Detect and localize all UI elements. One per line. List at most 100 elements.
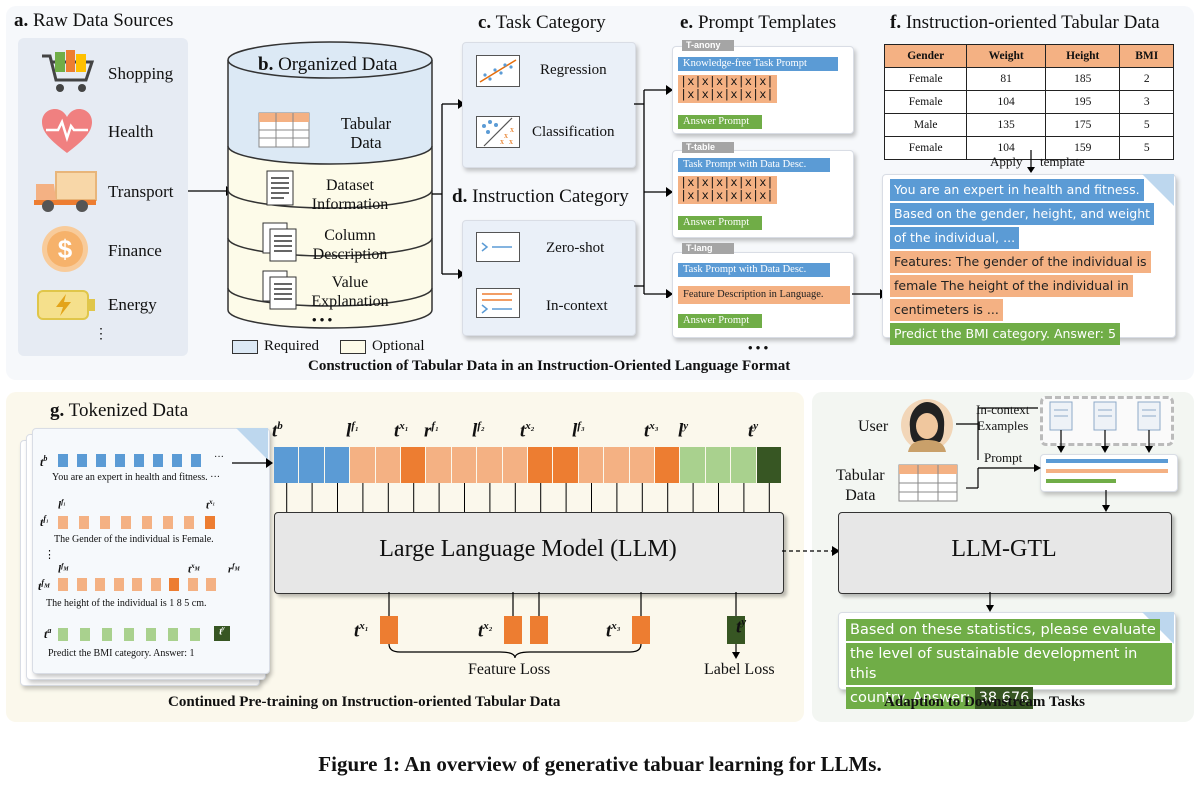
token-block [350, 447, 375, 483]
output-line-2: the level of sustainable development in … [846, 643, 1172, 685]
documents-icon-2 [262, 270, 297, 310]
output-answer: 38.676 [974, 687, 1034, 709]
apply-arrow [1027, 150, 1035, 173]
token-block [756, 447, 781, 483]
mini-token [95, 578, 105, 591]
panel-f-label: f. [890, 12, 902, 33]
label-loss-label: Label Loss [704, 661, 775, 678]
mini-token [184, 516, 194, 529]
tok-line-f1-tx: tx₁ [206, 498, 216, 512]
col-weight: Weight [966, 44, 1046, 68]
mini-token [58, 516, 68, 529]
out-tx2-block-b [530, 616, 548, 644]
example-docs-icon [1049, 401, 1161, 453]
out-ann-tx2: tx₂ [478, 620, 493, 642]
ann-ly: ly [678, 420, 689, 442]
llm-gtl-box [838, 512, 1172, 594]
feature-line-2: female The height of the individual in [890, 275, 1133, 297]
instruction-text: You are an expert in health and fitness.… [890, 178, 1160, 346]
user-avatar-icon [901, 399, 953, 452]
tok-line-b-label: tb [40, 454, 48, 469]
template-anony-answer: Answer Prompt [678, 115, 762, 129]
out-tx2-block-a [504, 616, 522, 644]
token-block [451, 447, 477, 483]
ann-tx1: tx₁ [394, 420, 409, 442]
tok-line-fm-text: The height of the individual is 1 8 5 cm… [46, 598, 207, 609]
mini-token [168, 628, 178, 641]
mini-token [124, 628, 134, 641]
heart-pulse-icon [42, 109, 92, 153]
token-block [528, 447, 553, 483]
page-fold-g [236, 428, 268, 460]
panel-a-label: a. [14, 10, 29, 31]
panel-e-title-text: Prompt Templates [697, 12, 837, 33]
construction-caption: Construction of Tabular Data in an Instr… [308, 358, 791, 374]
llm-gtl-label: LLM-GTL [951, 536, 1057, 562]
template-table-answer: Answer Prompt [678, 216, 762, 230]
mini-token [79, 516, 89, 529]
mini-token [113, 578, 124, 591]
prompt-label: Prompt [984, 450, 1023, 465]
tok-line-f1-lf: lf₁ [58, 498, 66, 512]
mini-token [121, 516, 131, 529]
token-block [655, 447, 680, 483]
template-table-task: Task Prompt with Data Desc. [678, 158, 830, 172]
table-icon-small [898, 464, 958, 502]
tok-line-a-ty: ty [214, 626, 230, 641]
output-connectors [388, 592, 740, 659]
dashed-arrow [782, 546, 840, 556]
prompt-line-green [1046, 479, 1116, 483]
ann-tx3: tx₃ [644, 420, 659, 442]
tok-line-fm-rf: rfM [228, 562, 240, 576]
task-regression: Regression [540, 62, 607, 78]
token-block [578, 447, 604, 483]
mini-token [134, 454, 144, 467]
prompt-arrow [966, 464, 1041, 489]
legend-optional: Optional [372, 338, 425, 354]
source-health: Health [108, 122, 154, 141]
answer-line: Predict the BMI category. Answer: 5 [890, 323, 1120, 345]
ann-tx2: tx₂ [520, 420, 535, 442]
col-bmi: BMI [1119, 44, 1174, 68]
ann-ty: ty [748, 420, 759, 442]
panel-b-title-text: Organized Data [278, 54, 398, 75]
template-lang-tag: T-lang [682, 243, 734, 254]
prompt-line-orange [1046, 469, 1168, 473]
token-block [629, 447, 654, 483]
arrows-b-cd [432, 99, 465, 279]
source-shopping: Shopping [108, 64, 174, 83]
panel-d-title: d. Instruction Category [452, 186, 629, 208]
apply-label: Apply [990, 154, 1023, 169]
tok-line-fm-lf: lfM [58, 562, 69, 576]
mini-token [96, 454, 106, 467]
mini-token [58, 454, 68, 467]
token-block [553, 447, 578, 483]
zero-shot-icon [476, 232, 520, 262]
user-connector [956, 407, 1038, 460]
token-block [324, 447, 350, 483]
mini-token [80, 628, 90, 641]
svg-text:$: $ [58, 234, 73, 264]
output-text: Based on these statistics, please evalua… [846, 618, 1172, 710]
out-ty-block [727, 616, 745, 644]
panel-a-title-text: Raw Data Sources [33, 10, 174, 31]
panel-c-title: c. Task Category [478, 12, 606, 34]
token-block [401, 447, 426, 483]
panel-f-title: f. Instruction-oriented Tabular Data [890, 12, 1160, 34]
tok-line-a-label: ta [44, 626, 52, 641]
svg-text:x: x [504, 131, 508, 140]
truck-icon [34, 171, 97, 212]
documents-icon [262, 222, 297, 262]
templates-more: • • • [748, 340, 769, 355]
ann-rf1: rf₁ [424, 420, 439, 442]
table-icon [258, 112, 310, 148]
mini-token [100, 516, 110, 529]
downstream-caption: Adaption to Downstream Tasks [884, 694, 1086, 710]
source-finance: Finance [108, 241, 162, 260]
arrow-g-tokens [232, 458, 273, 468]
strip-connectors [286, 483, 770, 513]
